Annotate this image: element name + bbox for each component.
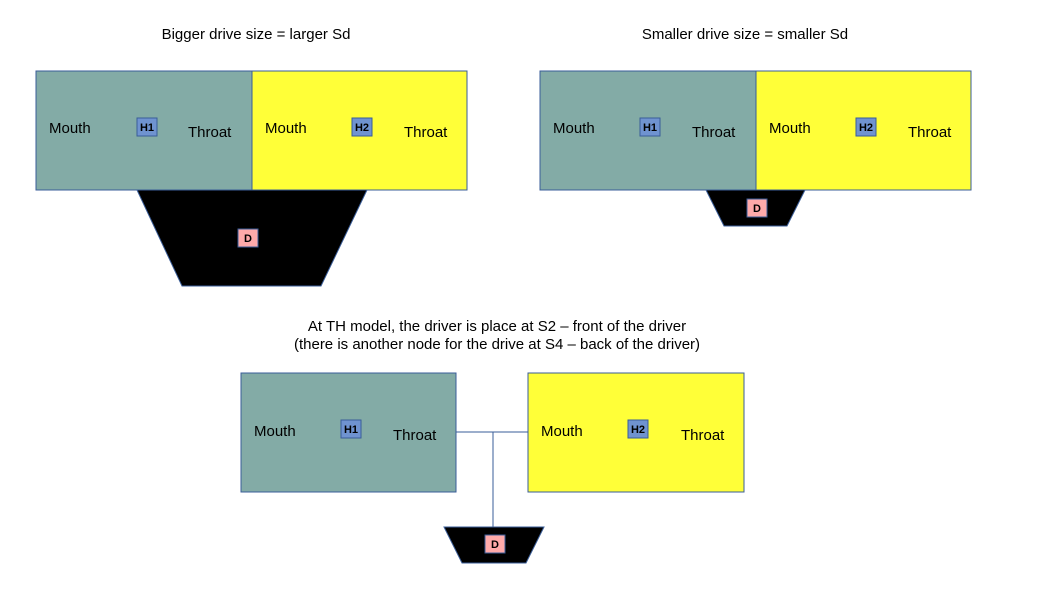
- h1-tag-label: H1: [344, 424, 358, 436]
- h1-tag-label: H1: [643, 122, 657, 134]
- h2-mouth-label: Mouth: [265, 120, 307, 137]
- panel-smaller-driver: Smaller drive size = smaller Sd Mouth H1…: [539, 26, 972, 227]
- driver-tag-box: [237, 228, 259, 248]
- caption-th-model-line2: (there is another node for the drive at …: [294, 336, 700, 353]
- driver-tag-label: D: [244, 233, 252, 245]
- driver-tag-box: [484, 534, 506, 554]
- h2-throat-label: Throat: [908, 124, 952, 141]
- h2-tag-box: [351, 117, 373, 137]
- caption-smaller-driver: Smaller drive size = smaller Sd: [642, 26, 848, 43]
- h1-mouth-label: Mouth: [553, 120, 595, 137]
- h2-tag-box: [855, 117, 877, 137]
- h1-tag-box: [639, 117, 661, 137]
- h1-tag-label: H1: [140, 122, 154, 134]
- driver-tag-box: [746, 198, 768, 218]
- h2-mouth-label: Mouth: [769, 120, 811, 137]
- h2-mouth-label: Mouth: [541, 423, 583, 440]
- panel-th-model: At TH model, the driver is place at S2 –…: [240, 318, 745, 564]
- h2-tag-label: H2: [631, 424, 645, 436]
- driver-tag-label: D: [491, 539, 499, 551]
- h1-mouth-label: Mouth: [254, 423, 296, 440]
- caption-bigger-driver: Bigger drive size = larger Sd: [162, 26, 351, 43]
- h2-tag-label: H2: [859, 122, 873, 134]
- panel-bigger-driver: Bigger drive size = larger Sd Mouth H1 T…: [35, 26, 468, 287]
- h2-throat-label: Throat: [404, 124, 448, 141]
- caption-th-model-line1: At TH model, the driver is place at S2 –…: [308, 318, 686, 335]
- h1-tag-box: [340, 419, 362, 439]
- h2-throat-label: Throat: [681, 427, 725, 444]
- h1-tag-box: [136, 117, 158, 137]
- h1-throat-label: Throat: [393, 427, 437, 444]
- driver-tag-label: D: [753, 203, 761, 215]
- h2-tag-label: H2: [355, 122, 369, 134]
- h1-throat-label: Throat: [692, 124, 736, 141]
- h2-tag-box: [627, 419, 649, 439]
- h1-mouth-label: Mouth: [49, 120, 91, 137]
- h1-throat-label: Throat: [188, 124, 232, 141]
